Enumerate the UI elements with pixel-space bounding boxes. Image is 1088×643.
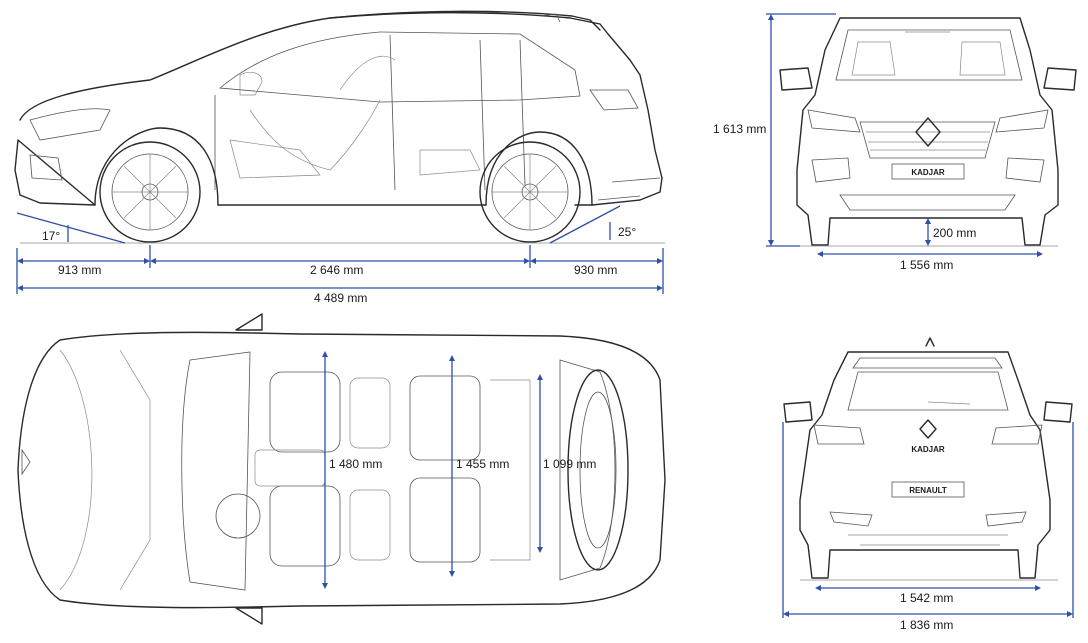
rear-view: KADJAR RENAULT 1 542 mm 1 836 mm bbox=[782, 337, 1074, 632]
wheelbase-label: 2 646 mm bbox=[310, 263, 363, 277]
approach-angle-label: 17° bbox=[42, 229, 60, 243]
departure-angle-label: 25° bbox=[618, 225, 636, 239]
overall-length-label: 4 489 mm bbox=[314, 291, 367, 305]
rear-overhang-label: 930 mm bbox=[574, 263, 617, 277]
front-interior-width-label: 1 480 mm bbox=[329, 457, 382, 471]
boot-width-label: 1 099 mm bbox=[543, 457, 596, 471]
front-plate-text: KADJAR bbox=[911, 168, 945, 177]
front-view: KADJAR 1 613 mm 200 mm 1 556 mm bbox=[713, 13, 1077, 272]
rear-plate-text: RENAULT bbox=[909, 486, 947, 495]
height-label: 1 613 mm bbox=[713, 122, 766, 136]
rear-badge-text: KADJAR bbox=[911, 445, 945, 454]
rear-interior-width-label: 1 455 mm bbox=[456, 457, 509, 471]
top-view: 1 480 mm 1 455 mm 1 099 mm bbox=[17, 313, 666, 625]
front-overhang-label: 913 mm bbox=[58, 263, 101, 277]
ground-clearance-label: 200 mm bbox=[933, 226, 976, 240]
overall-width-label: 1 836 mm bbox=[900, 618, 953, 632]
front-track-label: 1 556 mm bbox=[900, 258, 953, 272]
rear-track-label: 1 542 mm bbox=[900, 591, 953, 605]
side-view: 17° 25° 913 mm 2 646 mm 930 mm 4 489 mm bbox=[14, 10, 665, 305]
